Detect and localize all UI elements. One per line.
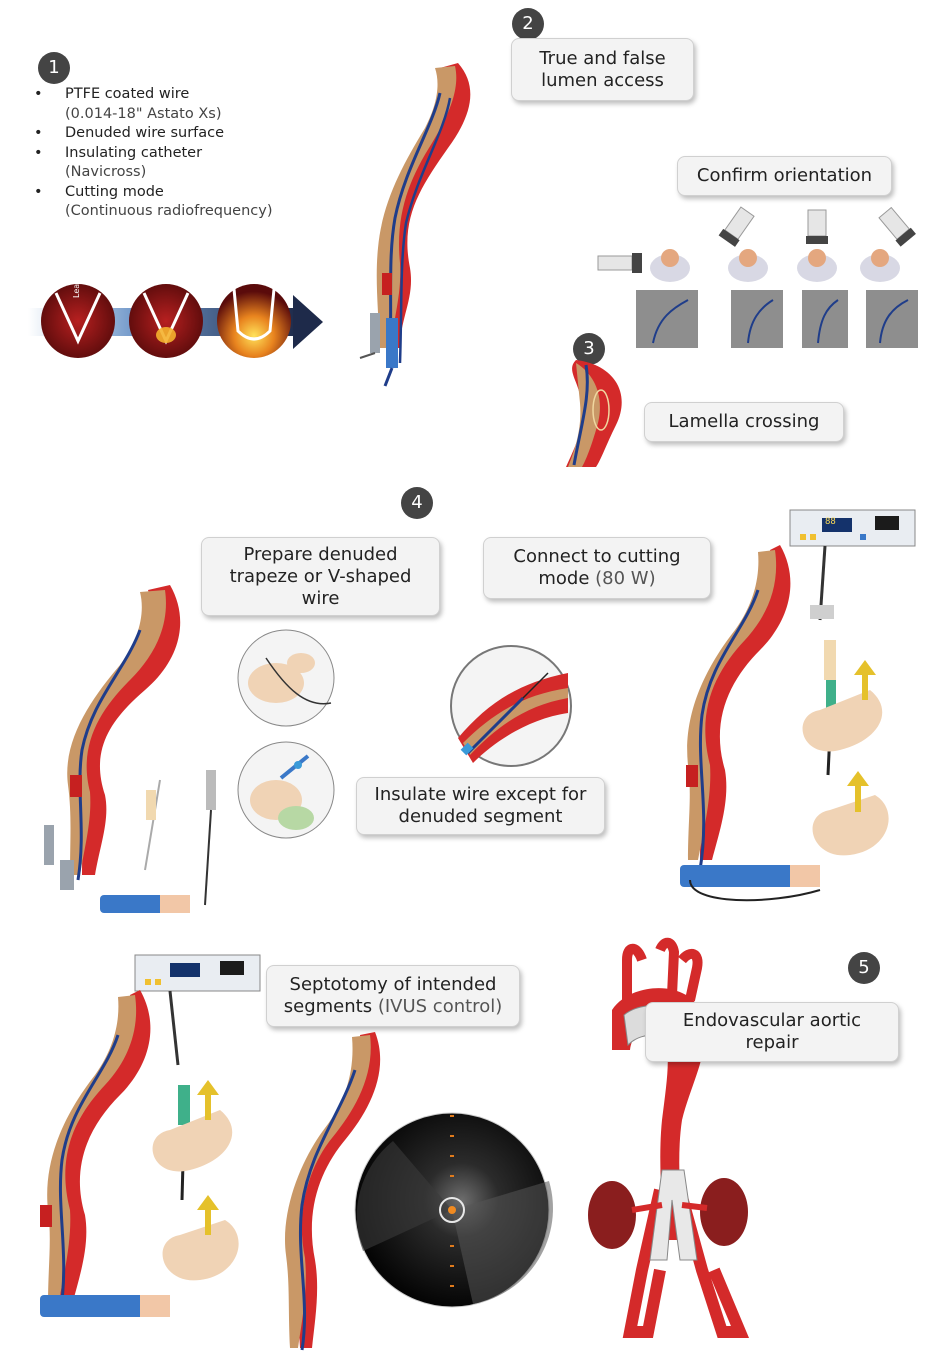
callout-line: True and false [539, 47, 666, 69]
bullet-item: Insulating catheter [34, 144, 273, 164]
septotomy-callout: Septotomy of intended segments (IVUS con… [266, 965, 520, 1027]
callout-line: Septotomy of intended [289, 974, 497, 995]
step-3-badge: 3 [573, 333, 605, 365]
confirm-orientation-callout: Confirm orientation [677, 156, 892, 196]
lamella-crossing-callout: Lamella crossing [644, 402, 844, 442]
aorta-ivus-illustration [284, 1032, 381, 1351]
callout-line: Insulate wire except for [374, 784, 587, 805]
bullet-sub-text: (0.014-18" Astato Xs) [65, 105, 222, 122]
connect-cutting-mode-callout: Connect to cutting mode (80 W) [483, 537, 711, 599]
denuded-segment-detail [450, 645, 572, 767]
ivus-image [354, 1112, 553, 1308]
generator-display-readout: 88 [825, 517, 836, 527]
wire-preparation-details [237, 629, 335, 839]
step-2-badge: 2 [512, 8, 544, 40]
callout-line: segments (IVUS control) [284, 996, 502, 1018]
bullet-item: Denuded wire surface [34, 124, 273, 144]
callout-line: denuded segment [398, 806, 563, 827]
step-1-badge: 1 [38, 52, 70, 84]
insulate-wire-callout: Insulate wire except for denuded segment [356, 777, 605, 835]
callout-line-strong: mode [538, 568, 590, 589]
leaflet-disc-2 [129, 284, 203, 358]
bullet-sub: (Navicross) [34, 163, 273, 183]
bullet-item: Cutting mode [34, 183, 273, 203]
bullet-item: PTFE coated wire [34, 85, 273, 105]
bullet-sub: (0.014-18" Astato Xs) [34, 105, 273, 125]
bullet-main: PTFE coated wire [65, 86, 190, 102]
callout-line: repair [745, 1032, 799, 1053]
callout-line: mode (80 W) [538, 568, 655, 590]
callout-line: wire [301, 587, 340, 609]
bullet-main: Insulating catheter [65, 144, 203, 161]
lamella-crossing-illustration [566, 360, 622, 467]
bullet-sub-text: (Continuous radiofrequency) [65, 203, 273, 219]
evar-aorta-illustration [588, 937, 750, 1338]
aorta-prepare-illustration [44, 585, 216, 913]
callout-line-strong: segments [283, 996, 373, 1017]
bullet-sub-text: (Navicross) [65, 164, 147, 180]
step-4-badge: 4 [401, 487, 433, 519]
callout-line: trapeze or V-shaped [229, 565, 412, 587]
fluoroscopy-tile-2 [731, 290, 783, 348]
callout-line: Lamella crossing [668, 411, 820, 432]
callout-line: Confirm orientation [696, 165, 873, 186]
callout-line-light: (80 W) [595, 568, 656, 589]
prepare-wire-callout: Prepare denuded trapeze or V-shaped wire [201, 537, 440, 616]
callout-line-light: (IVUS control) [377, 996, 503, 1017]
direction-arrow-icon [293, 295, 323, 349]
fluoroscopy-tile-3 [802, 290, 848, 348]
leaflet-label: Leaflet [72, 270, 81, 298]
leaflet-disc-3 [217, 284, 291, 358]
fluoroscopy-tile-4 [866, 290, 918, 348]
fluoroscopy-tile-1 [636, 290, 698, 348]
bullet-sub: (Continuous radiofrequency) [34, 202, 273, 222]
callout-line: lumen access [541, 69, 664, 91]
step-1-requirements-list: PTFE coated wire (0.014-18" Astato Xs) D… [34, 85, 273, 222]
callout-line: Endovascular aortic [682, 1010, 862, 1031]
callout-line: Connect to cutting [513, 546, 681, 567]
orientation-probes-row [597, 206, 918, 348]
bullet-main: Denuded wire surface [65, 125, 225, 141]
aorta-cutting-illustration [680, 509, 916, 902]
aorta-septotomy-illustration [40, 954, 261, 1317]
callout-line: Prepare denuded [243, 543, 398, 565]
evar-callout: Endovascular aortic repair [645, 1002, 899, 1062]
step-5-badge: 5 [848, 952, 880, 984]
bullet-main: Cutting mode [65, 183, 164, 200]
true-false-lumen-callout: True and false lumen access [511, 38, 694, 101]
aorta-true-false-lumen-illustration [359, 63, 471, 387]
leaflet-cutting-sequence [28, 284, 323, 358]
